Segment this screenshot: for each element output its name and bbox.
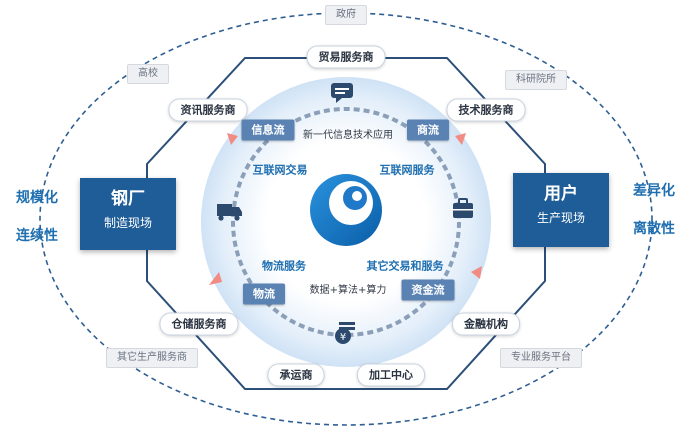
text-discreteness: 离散性 — [633, 221, 675, 237]
node-carrier: 承运商 — [267, 363, 325, 387]
flow-information: 信息流 — [241, 119, 295, 141]
arrow-bottom-left — [209, 272, 222, 285]
label-other-service-providers: 其它生产服务商 — [106, 348, 198, 368]
briefcase-icon — [453, 198, 473, 218]
truck-icon — [217, 204, 242, 221]
node-financial-institution: 金融机构 — [452, 312, 520, 336]
user-title: 用户 — [544, 184, 578, 204]
text-data-algorithm-compute: 数据+算法+算力 — [309, 285, 387, 296]
text-continuity: 连续性 — [16, 228, 58, 244]
label-professional-platform: 专业服务平台 — [500, 348, 582, 368]
label-government: 政府 — [325, 5, 367, 25]
steel-mill-subtitle: 制造现场 — [103, 216, 152, 230]
node-tech-service: 技术服务商 — [446, 98, 526, 122]
label-university: 高校 — [127, 64, 169, 84]
svg-text:¥: ¥ — [340, 332, 346, 343]
text-internet-service: 互联网服务 — [379, 163, 435, 177]
flow-capital: 资金流 — [401, 279, 455, 301]
text-differentiation: 差异化 — [633, 183, 675, 199]
text-scale: 规模化 — [16, 190, 58, 206]
steel-mill-title: 钢厂 — [111, 189, 145, 209]
text-other-trade-service: 其它交易和服务 — [366, 259, 444, 273]
text-logistics-service: 物流服务 — [262, 259, 306, 273]
user-subtitle: 生产现场 — [536, 211, 585, 225]
node-processing-center: 加工中心 — [357, 363, 425, 387]
text-it-application: 新一代信息技术应用 — [303, 130, 393, 141]
node-info-service: 资讯服务商 — [168, 98, 248, 122]
flow-logistics: 物流 — [243, 283, 285, 305]
chat-icon — [331, 83, 353, 103]
user-box: 用户 生产现场 — [513, 173, 609, 247]
money-icon: ¥ — [335, 322, 355, 344]
node-trade-service: 贸易服务商 — [306, 45, 386, 69]
arrow-top-right — [455, 133, 466, 145]
label-research-institute: 科研院所 — [505, 70, 567, 90]
center-swirl-icon — [310, 174, 382, 246]
arrow-bottom-right — [471, 266, 482, 279]
flow-commerce: 商流 — [407, 119, 449, 141]
inner-dashed-ring — [231, 107, 461, 337]
arrow-top-left — [227, 133, 238, 145]
flow-arrows — [209, 133, 482, 285]
steel-mill-box: 钢厂 制造现场 — [80, 178, 176, 250]
text-internet-trade: 互联网交易 — [252, 163, 308, 177]
node-storage-service: 仓储服务商 — [159, 312, 239, 336]
